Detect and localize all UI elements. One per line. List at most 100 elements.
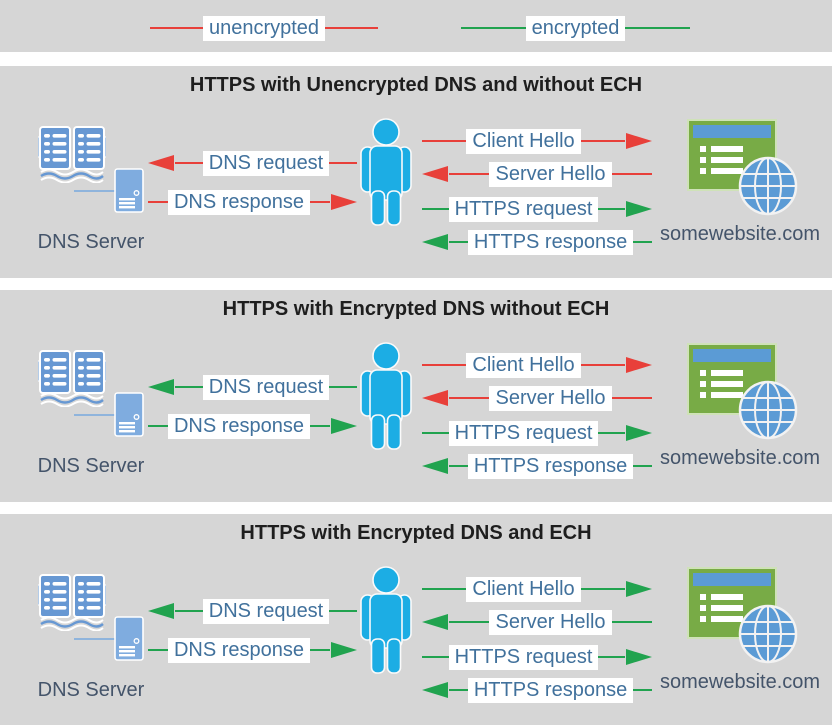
- arrowhead-right-icon: [626, 201, 653, 217]
- arrow-line: [329, 162, 357, 164]
- arrow-line: [580, 140, 626, 142]
- arrow-line: [148, 201, 168, 203]
- legend-line-unencrypted: [325, 27, 379, 29]
- arrow-line: [422, 208, 449, 210]
- legend-label-encrypted: encrypted: [525, 15, 626, 41]
- arrowhead-right-icon: [331, 418, 357, 434]
- message-row-client-hello: Client Hello: [422, 351, 653, 379]
- message-row-https-request: HTTPS request: [422, 643, 653, 671]
- message-row-dns-request: DNS request: [148, 373, 357, 401]
- arrow-line: [422, 140, 467, 142]
- person-icon: [357, 566, 415, 674]
- browser-globe-icon: [686, 342, 800, 442]
- arrow-line: [598, 656, 626, 658]
- message-label: DNS request: [202, 598, 330, 624]
- arrowhead-right-icon: [626, 133, 653, 149]
- message-row-dns-request: DNS request: [148, 597, 357, 625]
- arrowhead-left-icon: [422, 390, 448, 406]
- arrow-line: [611, 621, 653, 623]
- arrow-line: [422, 364, 467, 366]
- panel-unencrypted-dns-no-ech: HTTPS with Unencrypted DNS and without E…: [0, 66, 832, 278]
- legend-line-unencrypted: [150, 27, 203, 29]
- arrow-line: [633, 465, 653, 467]
- arrow-line: [611, 397, 653, 399]
- arrowhead-left-icon: [422, 234, 448, 250]
- arrow-line: [422, 432, 449, 434]
- arrow-line: [329, 610, 357, 612]
- arrow-line: [633, 689, 653, 691]
- arrowhead-right-icon: [626, 425, 653, 441]
- arrow-line: [449, 241, 468, 243]
- panel-title: HTTPS with Unencrypted DNS and without E…: [189, 74, 643, 96]
- message-row-server-hello: Server Hello: [422, 608, 653, 636]
- arrow-line: [175, 162, 203, 164]
- legend-bar: unencrypted encrypted: [0, 0, 832, 52]
- message-row-dns-response: DNS response: [148, 412, 357, 440]
- browser-globe-icon: [686, 566, 800, 666]
- server-icon: [114, 168, 144, 213]
- message-label: Server Hello: [489, 609, 612, 635]
- arrow-line: [598, 432, 626, 434]
- arrow-line: [611, 173, 653, 175]
- message-label: HTTPS response: [467, 453, 634, 479]
- server-icon: [114, 616, 144, 661]
- book-server-connector-line: [74, 414, 116, 416]
- arrow-line: [633, 241, 653, 243]
- person-icon: [357, 342, 415, 450]
- arrow-line: [422, 656, 449, 658]
- open-book-icon: [38, 125, 106, 183]
- message-label: HTTPS request: [448, 644, 599, 670]
- message-row-dns-request: DNS request: [148, 149, 357, 177]
- arrow-line: [580, 588, 626, 590]
- arrow-line: [449, 689, 468, 691]
- legend-label-unencrypted: unencrypted: [202, 15, 326, 41]
- message-label: HTTPS response: [467, 229, 634, 255]
- panel-encrypted-dns-with-ech: HTTPS with Encrypted DNS and ECH DNS Ser…: [0, 514, 832, 725]
- arrowhead-right-icon: [626, 357, 653, 373]
- arrow-line: [329, 386, 357, 388]
- legend-line-encrypted: [625, 27, 690, 29]
- message-label: Client Hello: [466, 576, 581, 602]
- arrowhead-left-icon: [148, 379, 174, 395]
- open-book-icon: [38, 349, 106, 407]
- message-row-server-hello: Server Hello: [422, 384, 653, 412]
- server-icon: [114, 392, 144, 437]
- panel-encrypted-dns-no-ech: HTTPS with Encrypted DNS without ECH DNS…: [0, 290, 832, 502]
- arrow-line: [148, 425, 168, 427]
- arrow-line: [175, 610, 203, 612]
- book-server-connector-line: [74, 638, 116, 640]
- arrow-line: [449, 173, 490, 175]
- arrow-line: [580, 364, 626, 366]
- message-label: DNS response: [167, 637, 311, 663]
- website-label: somewebsite.com: [660, 223, 821, 245]
- arrow-line: [449, 621, 490, 623]
- message-label: Client Hello: [466, 128, 581, 154]
- arrow-line: [148, 649, 168, 651]
- legend-line-encrypted: [461, 27, 526, 29]
- panel-title: HTTPS with Encrypted DNS and ECH: [240, 522, 592, 544]
- website-label: somewebsite.com: [660, 671, 821, 693]
- message-row-https-request: HTTPS request: [422, 195, 653, 223]
- message-row-https-response: HTTPS response: [422, 452, 653, 480]
- message-label: Server Hello: [489, 385, 612, 411]
- arrowhead-left-icon: [422, 166, 448, 182]
- message-row-server-hello: Server Hello: [422, 160, 653, 188]
- arrowhead-left-icon: [422, 682, 448, 698]
- message-label: HTTPS response: [467, 677, 634, 703]
- message-row-https-response: HTTPS response: [422, 228, 653, 256]
- message-label: DNS request: [202, 374, 330, 400]
- arrow-line: [310, 425, 330, 427]
- arrow-line: [175, 386, 203, 388]
- arrowhead-left-icon: [148, 155, 174, 171]
- arrow-line: [598, 208, 626, 210]
- dns-server-label: DNS Server: [37, 231, 145, 253]
- panel-title: HTTPS with Encrypted DNS without ECH: [222, 298, 610, 320]
- message-label: HTTPS request: [448, 420, 599, 446]
- message-row-client-hello: Client Hello: [422, 575, 653, 603]
- arrowhead-right-icon: [331, 642, 357, 658]
- open-book-icon: [38, 573, 106, 631]
- book-server-connector-line: [74, 190, 116, 192]
- message-row-client-hello: Client Hello: [422, 127, 653, 155]
- message-row-dns-response: DNS response: [148, 188, 357, 216]
